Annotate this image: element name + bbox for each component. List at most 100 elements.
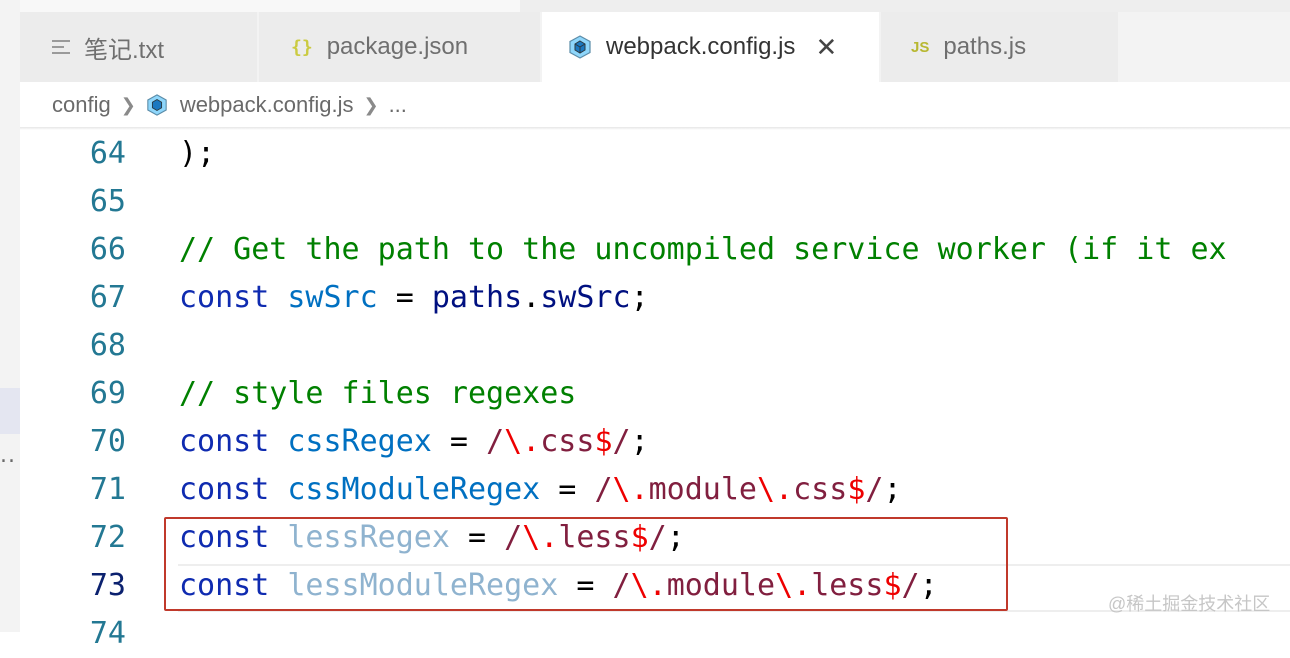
code-token: \. (630, 568, 667, 603)
code-token: ; (630, 424, 649, 459)
code-token: const (179, 280, 270, 315)
webpack-cube-icon (568, 35, 592, 59)
breadcrumb: config ❯ webpack.config.js ❯ ... (20, 82, 1290, 128)
code-editor[interactable]: 64); 65 66// Get the path to the uncompile… (20, 130, 1290, 651)
code-token: const (179, 568, 270, 603)
code-token: = (431, 424, 487, 459)
code-line[interactable]: 65 (20, 178, 1290, 226)
code-token: \. (757, 472, 794, 507)
code-token: module (648, 472, 757, 507)
js-icon: JS (911, 38, 930, 56)
tab-label: paths.js (943, 33, 1027, 60)
close-icon[interactable]: ✕ (815, 32, 838, 62)
code-token: ; (919, 568, 938, 603)
code-token (269, 472, 287, 507)
watermark: @稀土掘金技术社区 (1108, 594, 1271, 614)
code-line[interactable]: 74 (20, 610, 1290, 658)
code-token: paths (431, 280, 523, 315)
code-token: swSrc (287, 280, 378, 315)
code-token: $ (847, 472, 866, 507)
tab-package-json[interactable]: {} package.json (259, 12, 541, 82)
line-code: const lessRegex = /\.less$/; (179, 514, 685, 562)
tab-notes-txt[interactable]: 笔记.txt (20, 12, 258, 82)
code-token: // Get the path to the uncompiled servic… (179, 232, 1227, 267)
code-token: cssRegex (287, 424, 432, 459)
code-token: cssModuleRegex (287, 472, 541, 507)
code-token: = (449, 520, 505, 555)
line-code: // Get the path to the uncompiled servic… (179, 226, 1227, 274)
code-token: // style files regexes (179, 376, 577, 411)
tab-label: package.json (326, 33, 469, 60)
breadcrumb-shadow (20, 127, 1290, 130)
line-number: 71 (89, 472, 126, 507)
code-token: ; (630, 280, 649, 315)
code-token: / (612, 424, 631, 459)
current-line-highlight (178, 564, 1290, 612)
annotation-highlight-box (164, 517, 1008, 611)
code-token: const (179, 424, 270, 459)
code-token: / (504, 520, 523, 555)
code-line[interactable]: 66// Get the path to the uncompiled serv… (20, 226, 1290, 274)
line-code: const swSrc = paths.swSrc; (179, 274, 649, 322)
text-file-icon (52, 40, 70, 54)
activity-bar-edge: .. (0, 0, 20, 632)
code-token: / (865, 472, 884, 507)
json-braces-icon: {} (291, 36, 313, 58)
line-number: 72 (89, 520, 126, 555)
code-token: const (179, 472, 270, 507)
code-token: lessRegex (287, 520, 450, 555)
code-token (269, 280, 287, 315)
line-number: 65 (89, 184, 126, 219)
breadcrumb-folder[interactable]: config (52, 92, 111, 117)
code-token: less (811, 568, 884, 603)
line-code: const lessModuleRegex = /\.module\.less$… (179, 562, 938, 610)
line-number: 70 (89, 424, 126, 459)
code-token: ); (179, 136, 216, 171)
code-token: = (540, 472, 595, 507)
code-token: lessModuleRegex (287, 568, 559, 603)
tab-label: 笔记.txt (84, 36, 165, 64)
code-token: css (793, 472, 848, 507)
code-token: / (612, 568, 631, 603)
code-token: \. (522, 520, 559, 555)
code-line[interactable]: 64); (20, 130, 1290, 178)
tab-paths-js[interactable]: JS paths.js (881, 12, 1119, 82)
chevron-right-icon: ❯ (120, 94, 136, 115)
tab-webpack-config[interactable]: webpack.config.js ✕ (542, 12, 880, 82)
line-number: 74 (89, 616, 126, 651)
breadcrumb-more[interactable]: ... (388, 92, 407, 117)
code-token: $ (630, 520, 649, 555)
breadcrumb-file[interactable]: webpack.config.js (179, 92, 354, 117)
tab-label: webpack.config.js (606, 33, 796, 60)
code-token: \. (775, 568, 812, 603)
code-token: swSrc (540, 280, 631, 315)
code-token: module (666, 568, 776, 603)
line-code: // style files regexes (179, 370, 576, 418)
code-token: = (377, 280, 432, 315)
code-token: \. (612, 472, 649, 507)
line-number: 68 (89, 328, 126, 363)
code-line[interactable]: 72 const lessRegex = /\.less$/; (20, 514, 1290, 562)
code-token: ; (883, 472, 902, 507)
editor-tab-bar: 笔记.txt {} package.json webpack.config.js… (20, 12, 1290, 82)
line-number: 69 (89, 376, 126, 411)
code-token: = (558, 568, 613, 603)
code-token: . (522, 280, 541, 315)
activity-selection[interactable] (0, 388, 20, 434)
line-number: 73 (89, 568, 126, 603)
code-token (269, 424, 287, 459)
code-token: / (901, 568, 920, 603)
code-token: \. (504, 424, 541, 459)
code-token: ; (666, 520, 685, 555)
line-number: 67 (89, 280, 126, 315)
webpack-cube-icon (146, 94, 168, 116)
line-code: ); (179, 130, 215, 178)
code-line[interactable]: 68 (20, 322, 1290, 370)
more-dots-icon[interactable]: .. (0, 443, 16, 468)
code-line[interactable]: 69 // style files regexes (20, 370, 1290, 418)
code-token: / (648, 520, 667, 555)
